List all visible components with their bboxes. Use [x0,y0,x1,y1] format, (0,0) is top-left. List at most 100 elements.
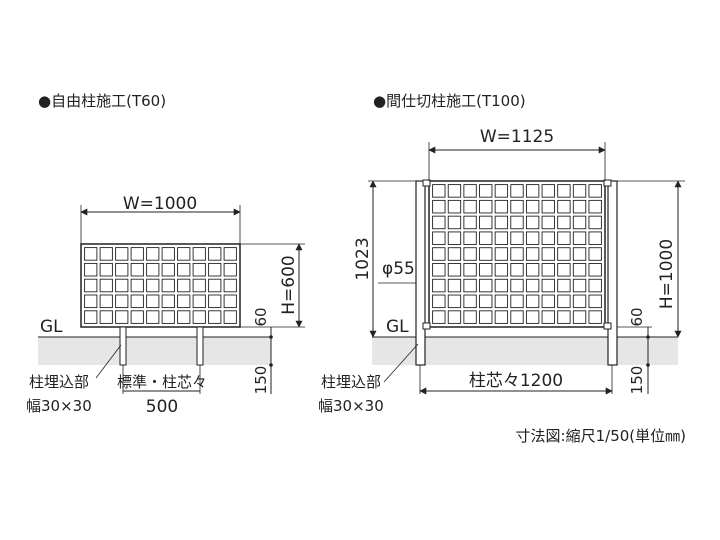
mesh-cell [588,263,602,277]
mesh-cell [525,231,540,245]
mesh-cell [432,263,446,277]
left-post-1 [119,326,127,366]
mesh-cell [130,310,144,324]
left-gap-label: 60 [252,307,270,326]
mesh-cell [130,262,144,277]
left-pitch-title: 標準・柱芯々 [117,373,207,391]
mesh-cell [146,262,160,277]
mesh-cell [432,199,446,214]
mesh-cell [541,247,555,261]
mesh-cell [432,231,446,245]
mesh-cell [99,278,113,293]
mesh-cell [115,278,129,293]
left-gl-label: GL [40,317,63,337]
mesh-cell [541,294,555,309]
right-width-label: W=1125 [480,127,554,147]
mesh-cell [588,247,602,261]
mesh-cell [447,263,462,277]
mesh-cell [161,278,175,293]
left-leader-line [95,344,122,379]
mesh-cell [432,247,446,261]
left-dim-dot-2 [269,363,273,367]
mesh-cell [479,199,493,214]
mesh-cell [99,247,113,261]
right-embed-label: 150 [628,366,646,395]
mesh-cell [479,263,493,277]
mesh-cell [84,294,98,309]
right-height-label: H=1000 [657,239,677,309]
mesh-cell [192,247,206,261]
mesh-cell [192,262,206,277]
mesh-cell [572,199,587,214]
mesh-cell [177,294,191,309]
mesh-cell [463,199,477,214]
mesh-cell [541,184,555,198]
mesh-cell [146,310,160,324]
mesh-cell [494,263,509,277]
mesh-cell [541,215,555,230]
right-bracket-tl [422,179,431,187]
mesh-cell [447,278,462,293]
mesh-cell [432,294,446,309]
mesh-cell [494,199,509,214]
mesh-cell [161,262,175,277]
mesh-cell [115,247,129,261]
mesh-cell [588,199,602,214]
mesh-cell [525,310,540,324]
mesh-cell [510,278,524,293]
mesh-cell [463,294,477,309]
mesh-cell [463,231,477,245]
mesh-cell [146,294,160,309]
mesh-cell [130,247,144,261]
mesh-cell [572,263,587,277]
right-dim-dot-2 [646,363,650,367]
mesh-cell [192,310,206,324]
mesh-cell [510,263,524,277]
mesh-cell [161,247,175,261]
mesh-cell [557,294,571,309]
right-post-embed-label: 柱埋込部 [321,373,381,391]
mesh-cell [525,199,540,214]
mesh-cell [84,262,98,277]
mesh-cell [525,215,540,230]
left-embed-label: 150 [252,366,270,395]
right-bracket-br [603,322,612,330]
mesh-cell [447,199,462,214]
mesh-cell [146,247,160,261]
left-pitch-value: 500 [146,397,178,417]
mesh-cell [557,310,571,324]
mesh-cell [447,294,462,309]
mesh-cell [510,294,524,309]
mesh-cell [510,310,524,324]
mesh-cell [223,294,237,309]
mesh-cell [541,278,555,293]
mesh-cell [510,215,524,230]
mesh-cell [463,184,477,198]
left-title: ●自由柱施工(T60) [38,92,166,110]
mesh-cell [494,278,509,293]
mesh-cell [479,184,493,198]
mesh-cell [177,247,191,261]
right-fence-panel [428,180,606,328]
mesh-cell [177,262,191,277]
mesh-cell [557,263,571,277]
mesh-cell [130,294,144,309]
right-bracket-bl [422,322,431,330]
mesh-cell [572,310,587,324]
mesh-cell [84,310,98,324]
left-post-embed-label: 柱埋込部 [29,373,89,391]
mesh-cell [177,310,191,324]
mesh-cell [99,310,113,324]
mesh-cell [447,231,462,245]
right-pitch-label: 柱芯々1200 [469,371,563,391]
mesh-cell [479,231,493,245]
mesh-cell [463,247,477,261]
left-width-label: W=1000 [123,194,197,214]
mesh-cell [494,231,509,245]
left-dim-dot-1 [269,335,273,339]
mesh-cell [223,262,237,277]
mesh-cell [525,184,540,198]
mesh-cell [208,262,222,277]
mesh-cell [208,310,222,324]
mesh-cell [447,247,462,261]
